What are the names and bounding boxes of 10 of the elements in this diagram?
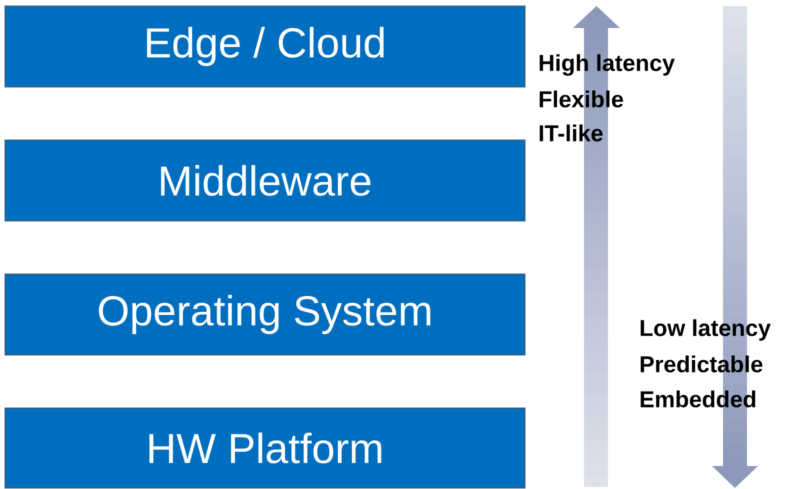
side-label: Flexible [540,90,624,108]
side-label: Predictable [640,356,762,372]
side-label: High latency [540,54,675,76]
layer-box: Edge / Cloud [4,6,526,88]
layer-box: Operating System [4,273,526,356]
side-label: Low latency [640,319,771,341]
side-label: Embedded [640,390,756,408]
layer-box: HW Platform [4,407,526,488]
side-label: IT-like [540,124,603,142]
layer-box: Middleware [4,140,526,222]
